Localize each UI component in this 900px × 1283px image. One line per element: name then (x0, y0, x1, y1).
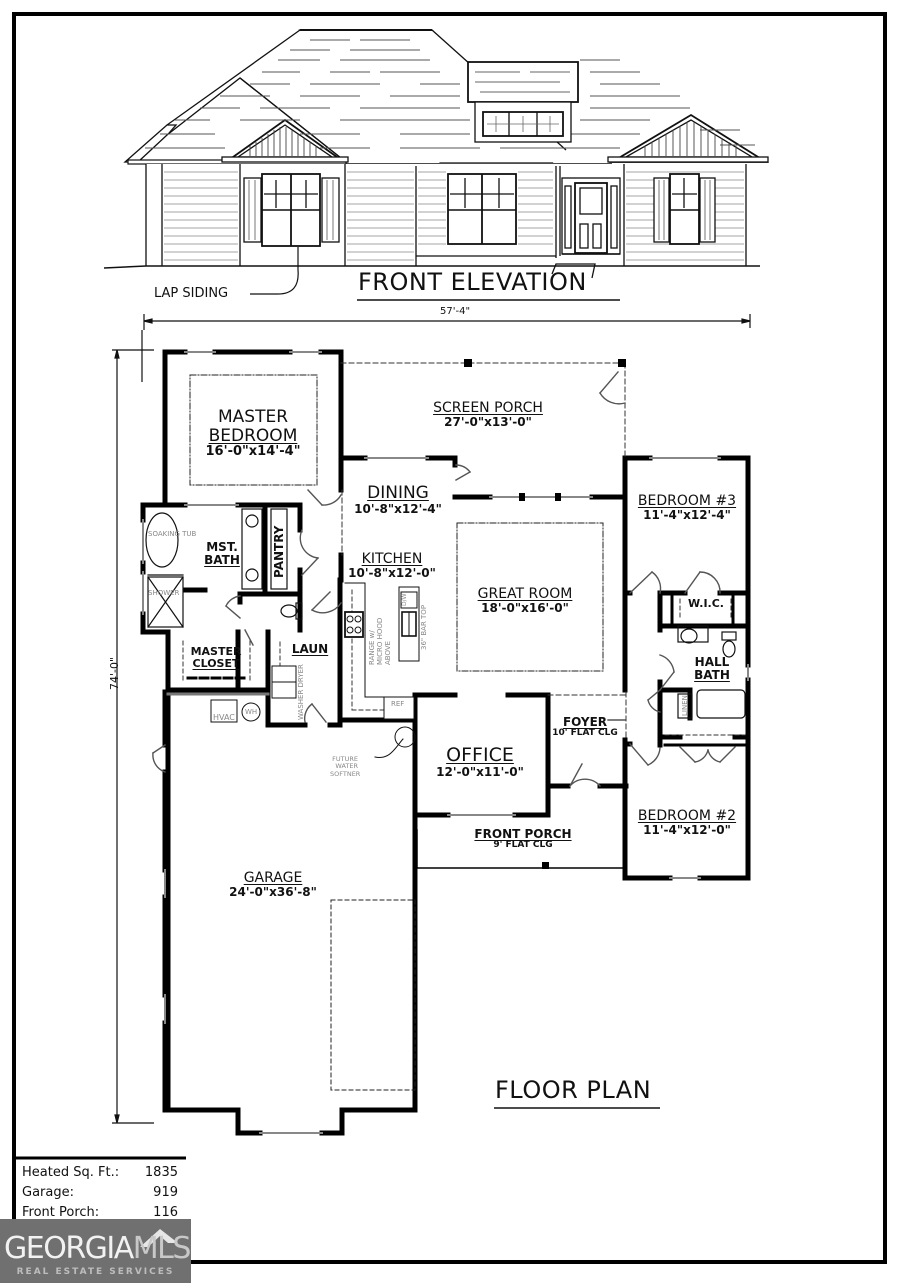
range-label: RANGE w/ MICRO HOOD ABOVE (368, 617, 393, 665)
bar-top-label: 36" BAR TOP (420, 604, 428, 650)
area-row-heated: Heated Sq. Ft.: 1835 (22, 1165, 178, 1180)
lap-siding-note: LAP SIDING (154, 286, 229, 301)
room-office: OFFICE 12'-0"x11'-0" (436, 744, 524, 779)
room-screen-porch: SCREEN PORCH 27'-0"x13'-0" (433, 400, 543, 430)
roof-logo-icon (140, 1229, 178, 1247)
water-softener-label: FUTURE WATER SOFTNER (330, 755, 361, 778)
overall-width-label: 57'-4" (440, 306, 471, 317)
area-row-garage: Garage: 919 (22, 1185, 178, 1200)
room-pantry: PANTRY (272, 525, 286, 578)
depth-dimension-line (112, 330, 154, 1124)
sheet-border (12, 12, 887, 1264)
floor-plan-title: FLOOR PLAN (495, 1076, 652, 1104)
washer-dryer-label: WASHER DRYER (297, 664, 305, 720)
mls-tagline: REAL ESTATE SERVICES (16, 1267, 175, 1277)
room-foyer: FOYER 10' FLAT CLG (552, 715, 618, 739)
room-great-room: GREAT ROOM 18'-0"x16'-0" (477, 586, 573, 616)
area-summary-table: Heated Sq. Ft.: 1835 Garage: 919 Front P… (22, 1163, 178, 1223)
ref-label: REF (391, 700, 405, 708)
room-garage: GARAGE 24'-0"x36'-8" (229, 870, 317, 900)
shower-label: SHOWER (148, 589, 180, 597)
water-heater-label: WH (245, 708, 258, 716)
georgia-mls-watermark: GEORGIAMLS REAL ESTATE SERVICES (0, 1219, 191, 1283)
room-bedroom-3: BEDROOM #3 11'-4"x12'-4" (637, 493, 737, 523)
room-bedroom-2: BEDROOM #2 11'-4"x12'-0" (637, 808, 737, 838)
room-master-closet: MASTER CLOSET (190, 645, 242, 671)
room-laundry: LAUN (291, 642, 329, 656)
room-dining: DINING 10'-8"x12'-4" (354, 483, 442, 516)
dishwasher-label: D/W (401, 593, 408, 606)
front-elevation-title: FRONT ELEVATION (358, 268, 587, 296)
floor-plan-walls (140, 349, 751, 1136)
room-master-bedroom: MASTER BEDROOM 16'-0"x14'-4" (205, 407, 301, 460)
room-wic: W.I.C. (688, 597, 724, 610)
room-front-porch: FRONT PORCH 9' FLAT CLG (474, 827, 572, 851)
room-master-bath: MST. BATH (204, 540, 240, 568)
hvac-label: HVAC (213, 713, 235, 722)
soaking-tub-label: SOAKING TUB (148, 530, 197, 538)
room-hall-bath: HALL BATH (694, 655, 730, 683)
mls-brand-text: GEORGIAMLS (4, 1231, 191, 1266)
front-elevation-drawing (103, 29, 770, 301)
width-dimension-line (143, 314, 751, 330)
linen-label: LINEN (681, 695, 689, 716)
overall-depth-label: 74'-0" (108, 656, 121, 690)
area-row-front-porch: Front Porch: 116 (22, 1205, 178, 1220)
room-kitchen: KITCHEN 10'-8"x12'-0" (348, 551, 436, 581)
